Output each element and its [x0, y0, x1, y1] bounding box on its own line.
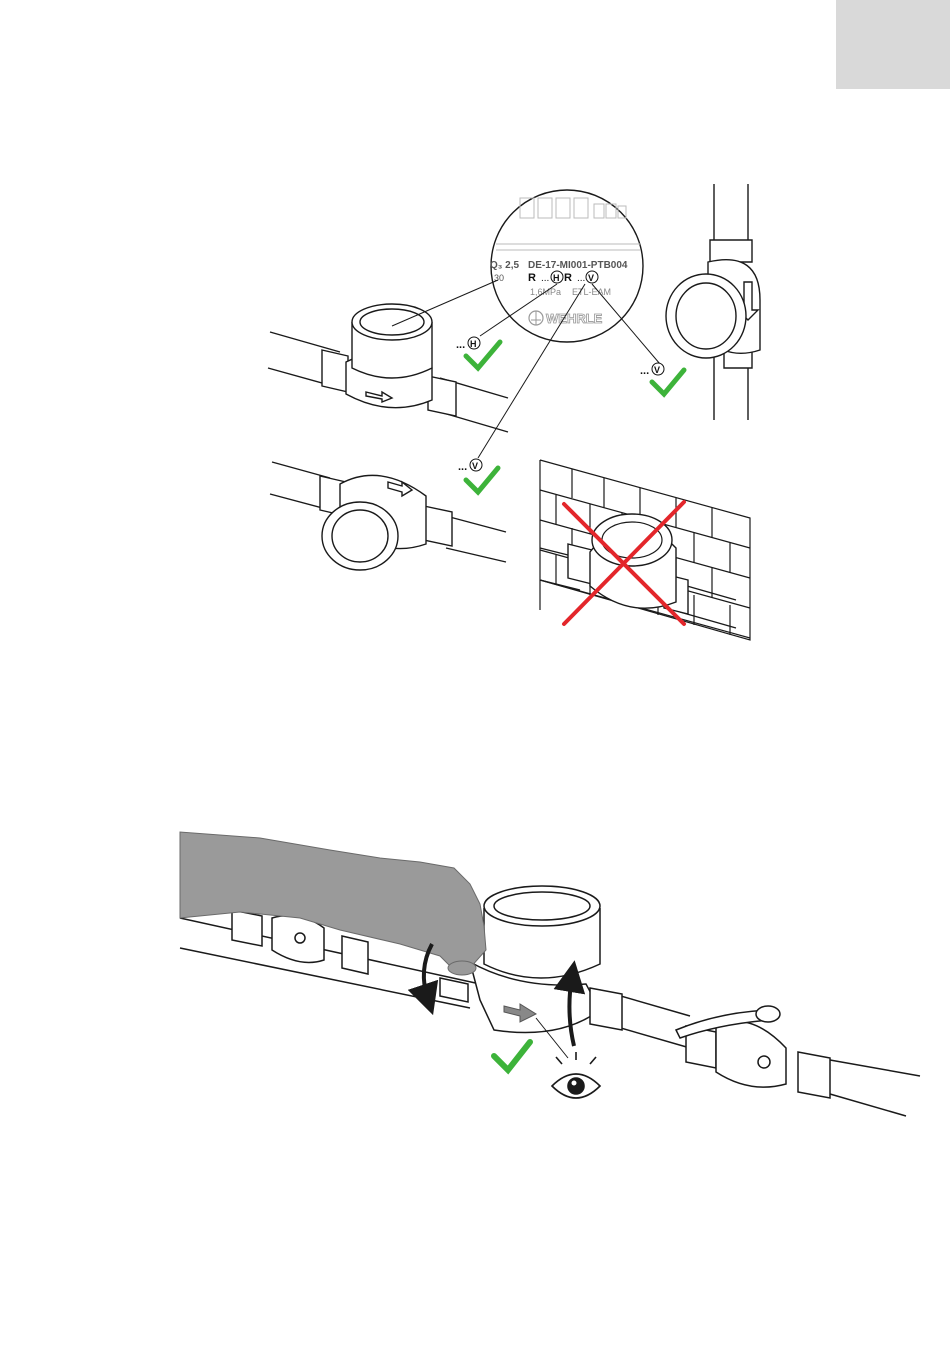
- plate-dots-v: ...: [577, 273, 585, 284]
- check-icon: [494, 1042, 530, 1070]
- position-h-label: ... H: [456, 337, 480, 351]
- svg-text:...: ...: [458, 461, 467, 473]
- plate-approval: DE-17-MI001-PTB004: [528, 260, 628, 271]
- label-magnifier: Q₃ 2,5 DE-17-MI001-PTB004 30 R ... H R .…: [490, 190, 643, 342]
- hand-thumb: [448, 961, 476, 975]
- vertical-meter: [666, 184, 760, 420]
- svg-text:V: V: [472, 461, 478, 471]
- pipe-assembly: [180, 886, 920, 1116]
- hand-silhouette: [180, 832, 486, 968]
- svg-text:H: H: [470, 339, 477, 349]
- svg-text:...: ...: [456, 339, 465, 351]
- horizontal-meter-dial-side: [270, 462, 506, 570]
- plate-q-value: Q₃ 2,5: [490, 260, 520, 271]
- position-v-label-right: ... V: [640, 363, 664, 377]
- plate-r2: R: [564, 272, 572, 284]
- wall-mounted-meter: [540, 460, 750, 640]
- plate-r1: R: [528, 272, 536, 284]
- svg-text:...: ...: [640, 365, 649, 377]
- check-icon: [466, 468, 498, 492]
- plate-v-marker: V: [588, 273, 594, 283]
- svg-text:V: V: [654, 365, 660, 375]
- plate-dots-h: ...: [541, 273, 549, 284]
- position-v-label-mid: ... V: [458, 459, 482, 473]
- svg-text:WEHRLE: WEHRLE: [546, 311, 603, 326]
- plate-h-marker: H: [553, 273, 560, 283]
- eye-icon: [552, 1052, 600, 1098]
- horizontal-meter-dial-up: [268, 304, 508, 432]
